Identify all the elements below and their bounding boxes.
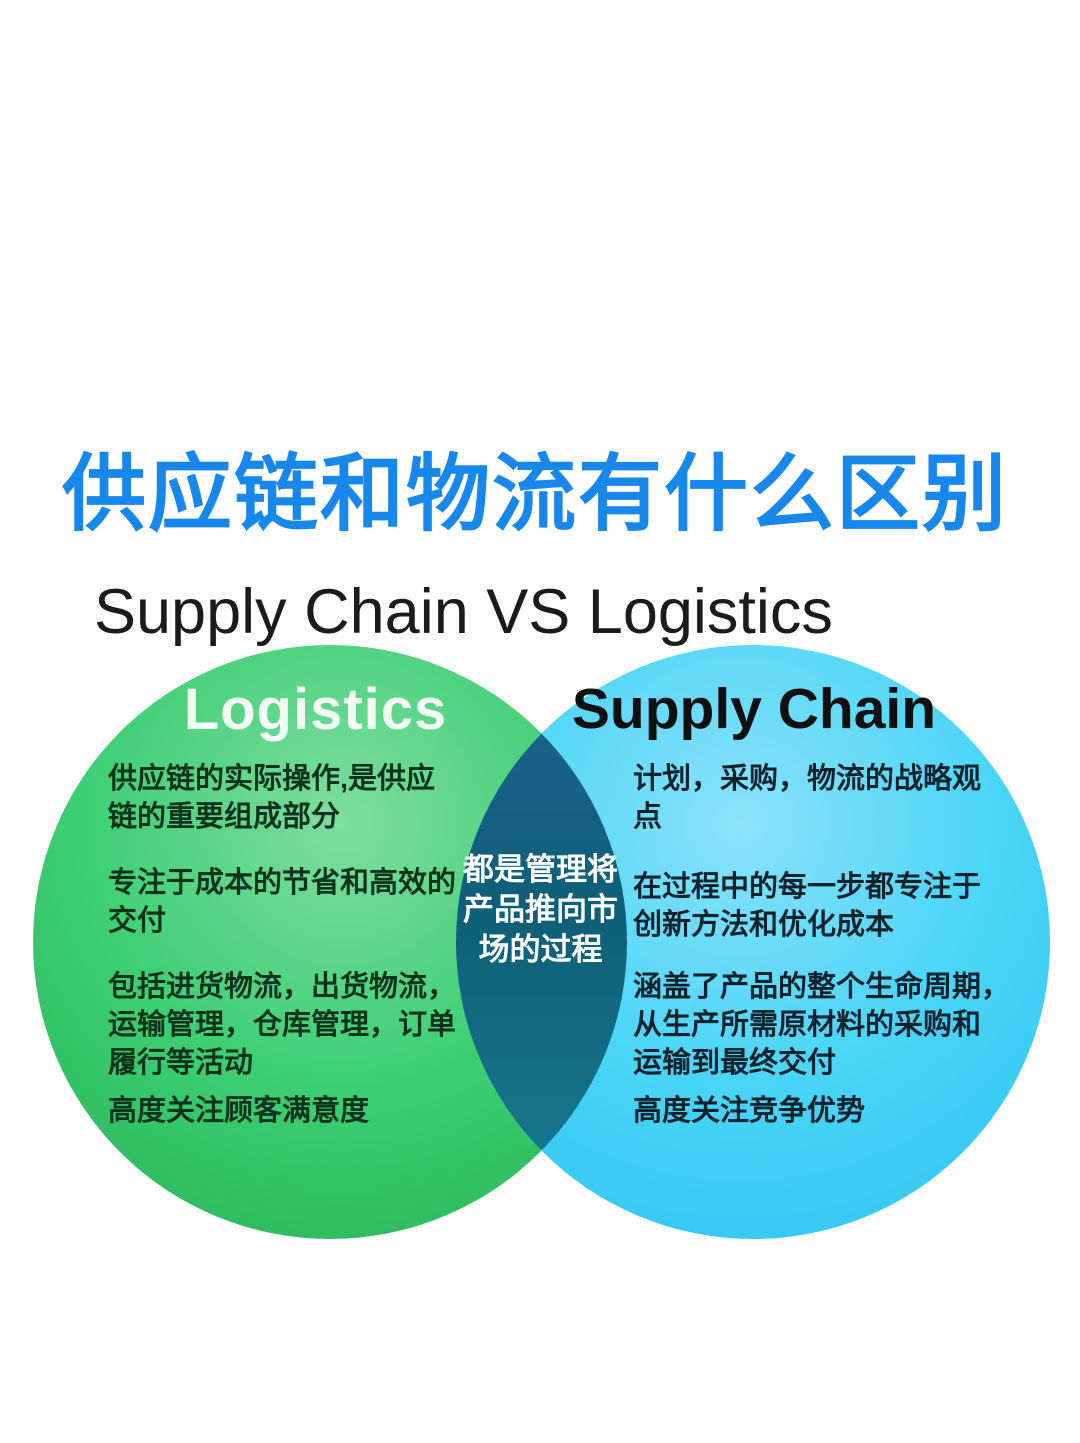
logistics-point-3: 包括进货物流，出货物流， 运输管理，仓库管理，订单 履行等活动: [108, 971, 457, 1079]
logistics-heading: Logistics: [183, 677, 448, 742]
supply-chain-point-1: 计划，采购，物流的战略观 点: [633, 763, 982, 833]
subtitle: Supply Chain VS Logistics: [94, 577, 833, 647]
overlap-text: 都是管理将 产品推向市 场的过程: [463, 852, 618, 967]
logistics-circle: [33, 645, 627, 1239]
logistics-point-1: 供应链的实际操作,是供应 链的重要组成部分: [108, 763, 436, 833]
venn-diagram: [33, 645, 1050, 1239]
supply-chain-point-3: 涵盖了产品的整个生命周期， 从生产所需原材料的采购和 运输到最终交付: [633, 971, 1011, 1079]
page-title: 供应链和物流有什么区别: [62, 447, 1009, 541]
supply-chain-heading: Supply Chain: [571, 677, 937, 741]
supply-chain-point-4: 高度关注竞争优势: [633, 1095, 866, 1127]
supply-chain-point-2: 在过程中的每一步都专注于 创新方法和优化成本: [633, 871, 982, 941]
supply-chain-circle: [456, 645, 1050, 1239]
logistics-point-2: 专注于成本的节省和高效的 交付: [108, 867, 457, 937]
logistics-point-4: 高度关注顾客满意度: [108, 1095, 370, 1127]
